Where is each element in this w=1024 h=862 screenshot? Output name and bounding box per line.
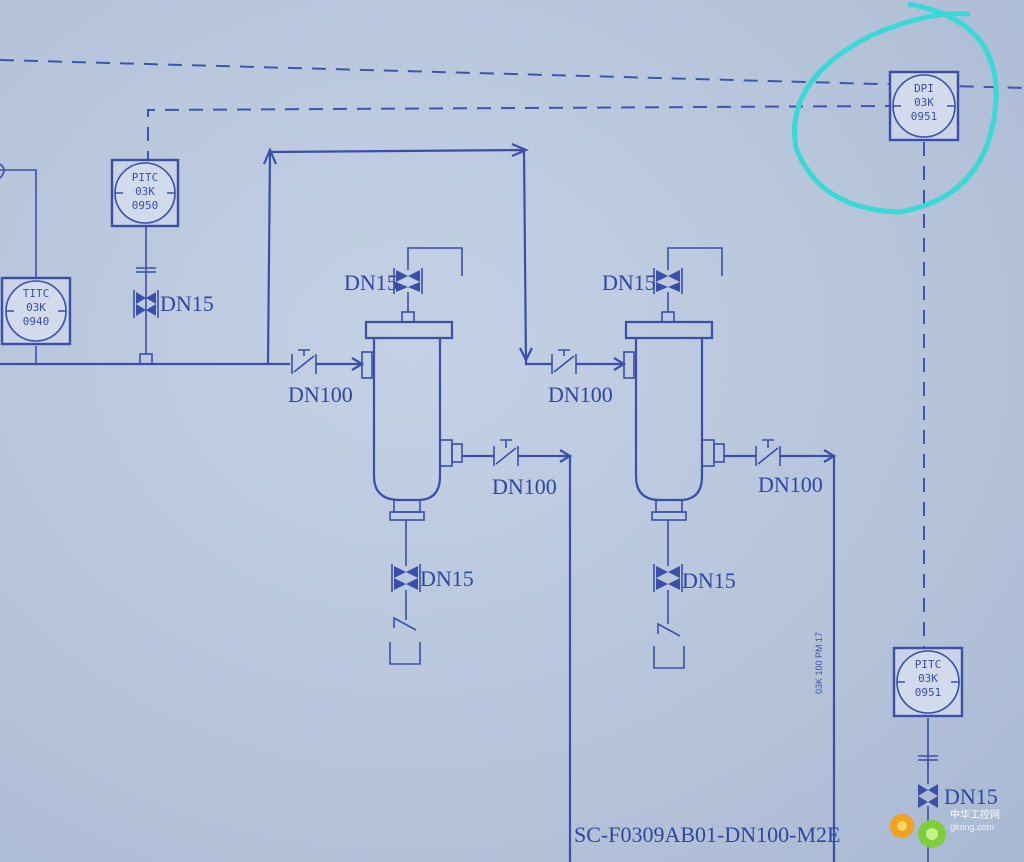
instrument-tag-line: 03K (914, 96, 934, 109)
label-dn15-pitc0951: DN15 (944, 784, 998, 809)
label-dn15-vessel1-drain: DN15 (420, 566, 474, 591)
label-dn100-outlet-1: DN100 (492, 474, 557, 499)
label-dn100-inlet-1: DN100 (288, 382, 353, 407)
arrow-up (262, 147, 278, 165)
strainer-vessel-1 (361, 311, 463, 521)
gate-valve-vessel1-drain (391, 564, 421, 592)
instrument-tag-line: 0950 (132, 199, 159, 212)
instrument-tag-line: 0951 (911, 110, 938, 123)
check-valve-inlet-1 (291, 349, 317, 374)
strainer-vessel-2 (623, 311, 725, 521)
instrument-titc-0940: TITC 03K 0940 (0, 276, 72, 346)
vertical-line-tag: 03K 100 PM 17 (814, 632, 824, 694)
instrument-tag-line: 03K (918, 672, 938, 685)
instrument-tag-line: 03K (26, 301, 46, 314)
gate-valve-vessel2-vent (653, 268, 683, 294)
arrow-right-top (511, 142, 529, 158)
watermark: 中华工控网 gkong.com (890, 808, 1000, 848)
label-dn100-inlet-2: DN100 (548, 382, 613, 407)
arrow-down-loop (519, 347, 533, 363)
vessel1-drain-funnel (389, 616, 421, 665)
label-dn100-outlet-2: DN100 (758, 472, 823, 497)
label-dn15-vessel2-drain: DN15 (682, 568, 736, 593)
instrument-tag-line: TITC (23, 287, 50, 300)
gate-valve-vessel2-drain (653, 564, 683, 592)
vessel2-vent-line (667, 247, 723, 312)
gate-valve-pitc0950 (133, 290, 159, 318)
vessel2-drain-funnel (653, 622, 685, 669)
titc-line (0, 169, 37, 278)
process-line-loop (266, 148, 552, 366)
gate-valve-vessel1-vent (393, 268, 423, 294)
check-valve-outlet-2 (755, 439, 781, 466)
instrument-dpi-0951: DPI 03K 0951 (888, 70, 960, 142)
label-dn15-vessel1-vent: DN15 (344, 270, 398, 295)
outlet-1-line (462, 454, 572, 862)
instrument-tag-line: 0951 (915, 686, 942, 699)
instrument-tag-line: PITC (132, 171, 159, 184)
instrument-tag-line: 0940 (23, 315, 50, 328)
tap-point (139, 353, 153, 365)
signal-line-pitc0950 (147, 105, 891, 165)
vent-symbol (0, 163, 5, 179)
flange (136, 267, 156, 273)
arrow-outlet-2 (823, 449, 837, 463)
check-valve-outlet-1 (493, 439, 519, 466)
pitc0951-flange (918, 755, 938, 761)
instrument-tag-line: 03K (135, 185, 155, 198)
watermark-brand: 中华工控网 (950, 808, 1000, 821)
instrument-pitc-0951: PITC 03K 0951 (892, 646, 964, 718)
arrow-outlet-1 (559, 449, 573, 463)
instrument-pitc-0950: PITC 03K 0950 (110, 158, 180, 228)
signal-line-top (0, 59, 1024, 89)
vessel1-vent-line (407, 247, 463, 312)
check-valve-inlet-2 (551, 349, 577, 374)
gate-valve-pitc0951 (918, 784, 938, 808)
watermark-domain: gkong.com (950, 822, 994, 832)
highlight-circle (792, 1, 999, 215)
instrument-tag-line: DPI (914, 82, 934, 95)
instrument-tag-line: PITC (915, 658, 942, 671)
line-number-label: SC-F0309AB01-DN100-M2E (574, 822, 840, 847)
label-dn15-pitc0950: DN15 (160, 291, 214, 316)
label-dn15-vessel2-vent: DN15 (602, 270, 656, 295)
